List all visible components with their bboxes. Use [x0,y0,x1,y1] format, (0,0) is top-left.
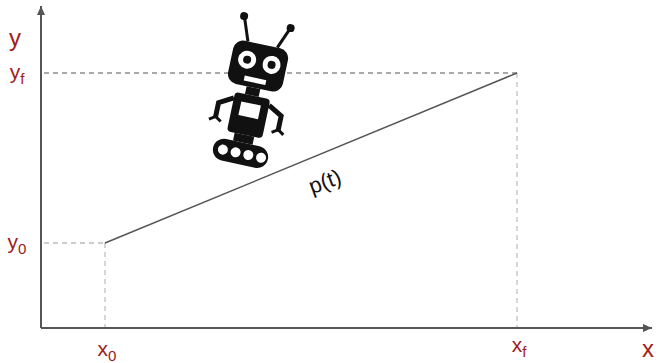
guide-y0 [44,242,105,243]
coordinate-label: xf [512,334,527,355]
robot-icon [201,10,307,173]
trajectory-line [105,73,517,243]
coordinate-label: x0 [98,338,117,359]
guide-x0 [104,243,105,327]
guide-xf [516,73,517,327]
y-axis [40,6,42,328]
axis-name: x [642,337,654,361]
path-label: p(t) [306,166,345,198]
coordinate-label: y0 [8,231,27,252]
x-axis [41,327,652,329]
coordinate-label: yf [10,61,25,82]
axis-name: y [9,26,21,50]
